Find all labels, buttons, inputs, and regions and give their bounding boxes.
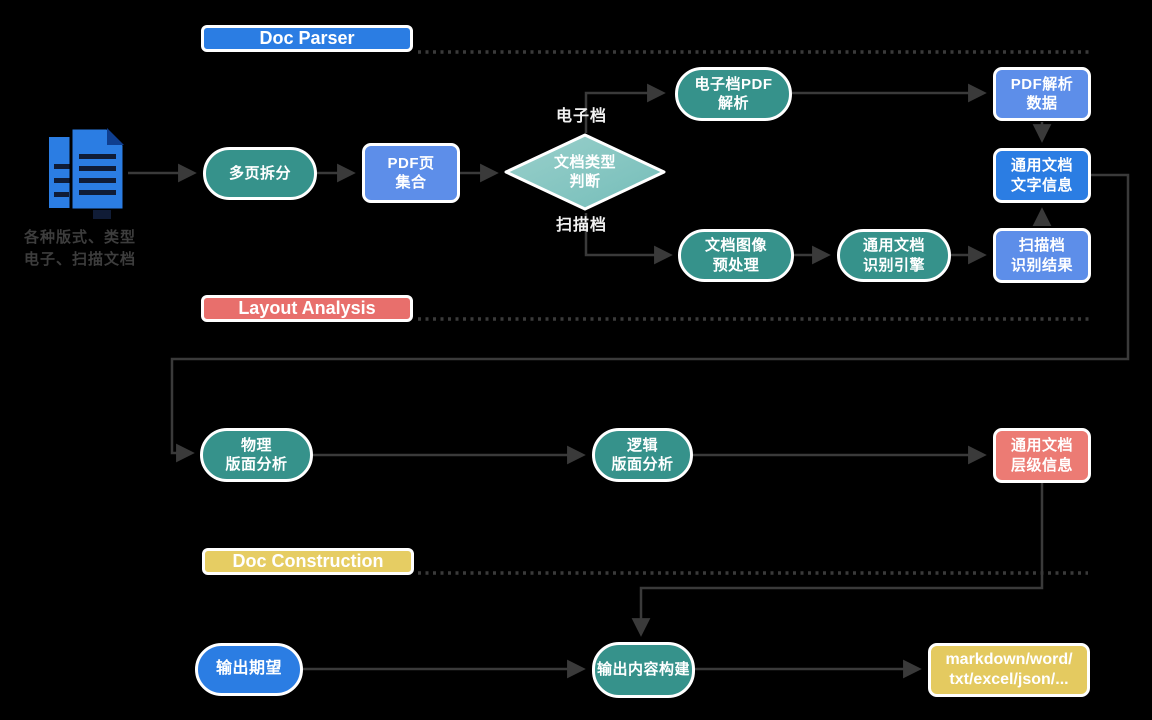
node-general-doc-text-info: 通用文档 文字信息 bbox=[993, 148, 1091, 203]
banner-doc-parser: Doc Parser bbox=[201, 25, 413, 52]
node-doc-type-decision-label: 文档类型 判断 bbox=[553, 153, 616, 191]
node-scan-recognition-result-label: 扫描档 识别结果 bbox=[1010, 237, 1073, 274]
node-output-content-build: 输出内容构建 bbox=[592, 642, 695, 698]
node-logical-layout-analysis: 逻辑 版面分析 bbox=[592, 428, 693, 482]
node-logical-layout-analysis-label: 逻辑 版面分析 bbox=[611, 436, 674, 473]
node-general-doc-text-info-label: 通用文档 文字信息 bbox=[1010, 157, 1073, 194]
node-split-pages: 多页拆分 bbox=[203, 147, 317, 200]
edge-textinfo-to-physical bbox=[170, 173, 1130, 463]
node-pdf-parse-data-label: PDF解析 数据 bbox=[1010, 75, 1074, 112]
node-doc-image-preprocess-label: 文档图像 预处理 bbox=[704, 237, 767, 274]
source-caption-line2: 电子、扫描文档 bbox=[24, 251, 137, 268]
source-caption-line1: 各种版式、类型 bbox=[24, 229, 137, 246]
node-output-content-build-label: 输出内容构建 bbox=[596, 661, 690, 679]
edge-hierarchy-to-build bbox=[631, 483, 1044, 637]
node-physical-layout-analysis-label: 物理 版面分析 bbox=[225, 436, 288, 473]
node-output-formats: markdown/word/ txt/excel/json/... bbox=[928, 643, 1090, 697]
node-general-ocr-engine: 通用文档 识别引擎 bbox=[837, 229, 951, 282]
node-electronic-pdf-parse: 电子档PDF 解析 bbox=[675, 67, 792, 121]
node-pdf-page-set-label: PDF页 集合 bbox=[387, 154, 435, 191]
banner-doc-parser-label: Doc Parser bbox=[259, 28, 355, 48]
document-stack-icon bbox=[46, 124, 128, 222]
node-scan-recognition-result: 扫描档 识别结果 bbox=[993, 228, 1091, 283]
edge-decision-to-preprocess bbox=[584, 213, 673, 265]
node-doc-hierarchy-info: 通用文档 层级信息 bbox=[993, 428, 1091, 483]
node-output-formats-label: markdown/word/ txt/excel/json/... bbox=[945, 650, 1073, 688]
banner-doc-construction-label: Doc Construction bbox=[232, 551, 384, 571]
edge-label-electronic: 电子档 bbox=[556, 108, 608, 125]
edge-decision-to-epdf bbox=[584, 83, 666, 133]
node-doc-type-decision: 文档类型 判断 bbox=[503, 132, 667, 212]
edge-label-scanned: 扫描档 bbox=[556, 217, 608, 234]
node-physical-layout-analysis: 物理 版面分析 bbox=[200, 428, 313, 482]
node-electronic-pdf-parse-label: 电子档PDF 解析 bbox=[694, 75, 773, 112]
node-doc-image-preprocess: 文档图像 预处理 bbox=[678, 229, 794, 282]
node-output-expectation-label: 输出期望 bbox=[215, 660, 282, 678]
banner-layout-analysis-label: Layout Analysis bbox=[238, 298, 376, 318]
node-doc-hierarchy-info-label: 通用文档 层级信息 bbox=[1010, 437, 1073, 474]
node-output-expectation: 输出期望 bbox=[195, 643, 303, 696]
node-split-pages-label: 多页拆分 bbox=[228, 164, 291, 182]
banner-doc-construction: Doc Construction bbox=[202, 548, 414, 575]
node-general-ocr-engine-label: 通用文档 识别引擎 bbox=[862, 237, 925, 274]
node-pdf-parse-data: PDF解析 数据 bbox=[993, 67, 1091, 121]
node-pdf-page-set: PDF页 集合 bbox=[362, 143, 460, 203]
banner-layout-analysis: Layout Analysis bbox=[201, 295, 413, 322]
